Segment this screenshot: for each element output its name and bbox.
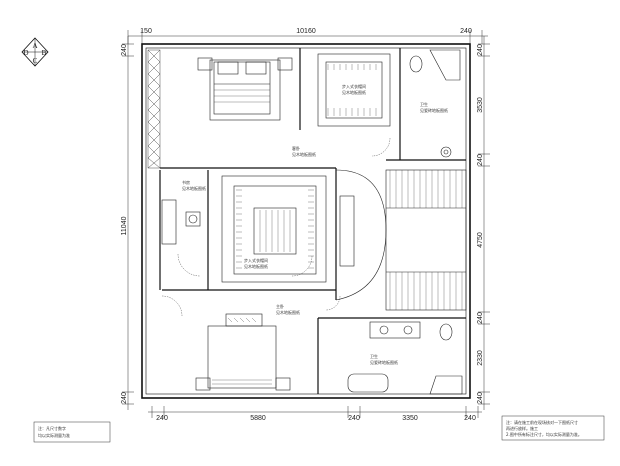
bath1-name: 卫生: [420, 101, 428, 107]
dim-right-5: 2330: [477, 350, 484, 366]
dim-bottom-0: 240: [156, 415, 168, 422]
compass-label-left: D: [23, 49, 28, 57]
bath2-sub: 见瓷砖地板图纸: [370, 359, 398, 365]
dim-right-4: 240: [477, 312, 484, 324]
exterior-walls: [141, 43, 471, 399]
study-furniture: [161, 199, 201, 245]
dim-bottom-1: 5880: [250, 415, 266, 422]
dim-right-1: 3530: [477, 97, 484, 113]
compass-rose: A D B C: [21, 37, 49, 67]
note-right: 注：请在施工前在现场核对一下图纸尺寸 再进行放样。施工 2.图中所有标注尺寸，均…: [501, 415, 605, 441]
balcony-lattice: [147, 49, 161, 169]
note-left-line-0: 注：凡尺寸数字: [38, 425, 66, 431]
wardrobe2-name: 步入式衣帽间: [244, 257, 268, 263]
note-left-line-1: 均以实际测量为准: [38, 432, 70, 438]
wardrobe2-closet: [221, 175, 327, 283]
master-name: 主卧: [276, 303, 284, 309]
dim-bottom-2: 240: [348, 415, 360, 422]
note-right-line-2: 2.图中所有标注尺寸，均以实际测量为准。: [506, 431, 582, 437]
wardrobe1-sub: 见木地板图纸: [342, 89, 366, 95]
wardrobe2-sub: 见木地板图纸: [244, 263, 268, 269]
wardrobe1-name: 步入式衣帽间: [342, 83, 366, 89]
dim-bottom-4: 240: [464, 415, 476, 422]
master-sub: 见木地板图纸: [276, 309, 300, 315]
study-sub: 见木地板图纸: [182, 185, 206, 191]
bedroom1-furniture: [197, 57, 293, 121]
corridor-stairs: [335, 169, 467, 311]
note-right-line-1: 再进行放样。施工: [506, 425, 538, 431]
bedroom1-sub: 见木地板图纸: [292, 151, 316, 157]
left-dimension: [122, 36, 134, 410]
dim-left-1: 11040: [121, 216, 128, 235]
dim-right-3: 4750: [477, 232, 484, 248]
dim-right-6: 240: [477, 392, 484, 404]
note-right-line-0: 注：请在施工前在现场核对一下图纸尺寸: [506, 419, 578, 425]
master-furniture: [195, 313, 291, 391]
dim-top-0: 150: [140, 28, 152, 35]
dim-right-2: 240: [477, 154, 484, 166]
note-left: 注：凡尺寸数字 均以实际测量为准: [33, 421, 111, 443]
compass-label-top: A: [32, 42, 37, 50]
study-name: 书房: [182, 179, 190, 185]
right-dimension: [478, 36, 490, 410]
interior-walls: [159, 48, 466, 394]
bath1-fixtures: [409, 49, 461, 158]
dim-bottom-3: 3350: [402, 415, 418, 422]
dim-right-0: 240: [477, 44, 484, 56]
bath2-fixtures: [347, 321, 463, 395]
bedroom1-name: 客卧: [292, 145, 300, 151]
dim-top-2: 240: [460, 28, 472, 35]
compass-label-bottom: C: [33, 57, 38, 65]
dim-left-0: 240: [121, 44, 128, 56]
wardrobe1-closet: [317, 53, 391, 127]
compass-label-right: B: [42, 49, 47, 57]
door-swings: [161, 137, 391, 317]
dim-top-1: 10160: [296, 28, 316, 35]
bath1-sub: 见瓷砖地板图纸: [420, 107, 448, 113]
bath2-name: 卫生: [370, 353, 378, 359]
dim-left-2: 240: [121, 392, 128, 404]
bottom-dimension: [148, 406, 482, 418]
